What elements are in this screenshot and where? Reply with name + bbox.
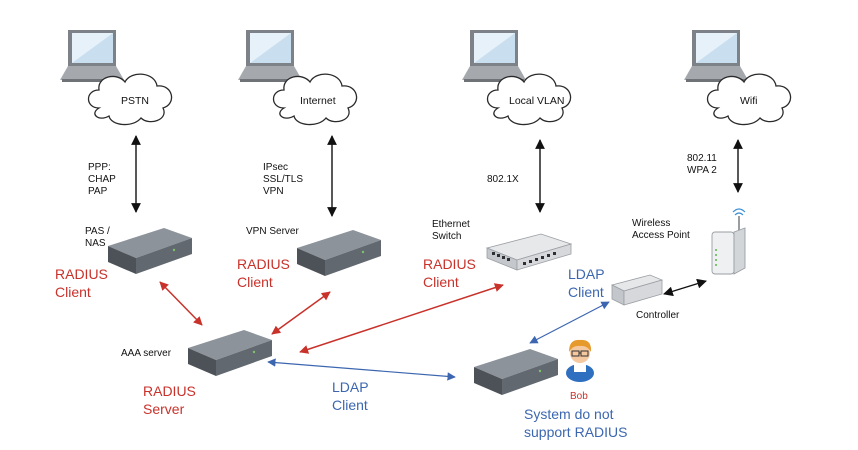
bob-avatar [566, 339, 594, 382]
radius-link-vpn [271, 291, 331, 335]
laptop-icon [684, 30, 748, 82]
radius-client-2-line1: RADIUS [237, 256, 290, 272]
internet-label: Internet [300, 95, 336, 107]
internet-protocol-2: SSL/TLS [263, 174, 303, 185]
local-vlan-label: Local VLAN [509, 95, 564, 107]
ldap-client-2-line1: LDAP [332, 379, 369, 395]
wifi-protocol-1: 802.11 [687, 153, 717, 164]
wifi-protocol-2: WPA 2 [687, 165, 717, 176]
radius-client-1-line2: Client [55, 284, 91, 300]
internet-protocol-3: VPN [263, 186, 284, 197]
ap-label-2: Access Point [632, 230, 690, 241]
access-point-icon [711, 208, 746, 275]
pstn-label: PSTN [121, 95, 149, 107]
controller-icon [610, 274, 664, 306]
no-radius-line1: System do not [524, 406, 614, 422]
wifi-label: Wifi [740, 95, 758, 107]
aaa-server-label: AAA server [121, 348, 172, 359]
laptop-icon [238, 30, 302, 82]
no-radius-line2: support RADIUS [524, 424, 627, 440]
radius-server-line2: Server [143, 401, 185, 417]
aaa-server-icon [188, 330, 272, 376]
pas-label-2: NAS [85, 238, 106, 249]
radius-client-3-line2: Client [423, 274, 459, 290]
radius-client-1-line1: RADIUS [55, 266, 108, 282]
radius-client-3-line1: RADIUS [423, 256, 476, 272]
pas-nas-server-icon [108, 228, 192, 274]
ldap-system-server-icon [474, 349, 558, 395]
controller-ap-link [663, 278, 707, 297]
laptop-icon [462, 30, 526, 82]
ldap-link-controller [529, 301, 610, 344]
ap-label-1: Wireless [632, 218, 670, 229]
switch-label-1: Ethernet [432, 219, 470, 230]
local-vlan-protocol: 802.1X [487, 174, 519, 185]
radius-server-line1: RADIUS [143, 383, 196, 399]
radius-link-pas [159, 281, 203, 326]
bob-label: Bob [570, 391, 588, 402]
pstn-protocol-2: CHAP [88, 174, 116, 185]
radius-link-switch [299, 283, 504, 354]
ldap-link-aaa [267, 358, 456, 381]
switch-label-2: Switch [432, 231, 461, 242]
vpn-server-icon [297, 230, 381, 276]
controller-label: Controller [636, 310, 680, 321]
ldap-client-1-line2: Client [568, 284, 604, 300]
ldap-client-1-line1: LDAP [568, 266, 605, 282]
vpn-server-label: VPN Server [246, 226, 299, 237]
pstn-protocol-1: PPP: [88, 162, 111, 173]
laptop-icon [60, 30, 124, 82]
internet-protocol-1: IPsec [263, 162, 288, 173]
ethernet-switch-icon [486, 233, 572, 271]
radius-client-2-line2: Client [237, 274, 273, 290]
pstn-protocol-3: PAP [88, 186, 108, 197]
ldap-client-2-line2: Client [332, 397, 368, 413]
pas-label-1: PAS / [85, 226, 110, 237]
